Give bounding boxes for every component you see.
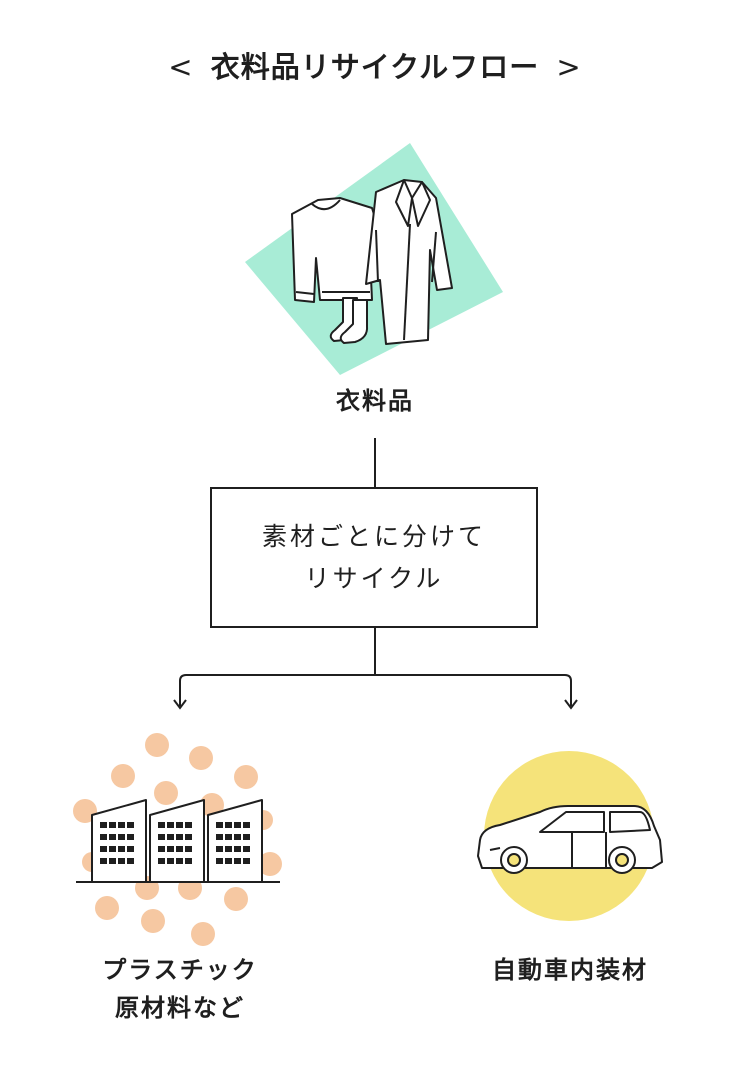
- factory-window: [243, 858, 250, 864]
- factory-window: [109, 834, 116, 840]
- factory-window: [158, 846, 165, 852]
- coat-icon: [365, 179, 453, 345]
- process-line-1: 素材ごとに分けて: [261, 521, 486, 551]
- factory-window: [100, 858, 107, 864]
- factory-window: [243, 846, 250, 852]
- factory-window: [109, 846, 116, 852]
- factory-window: [176, 822, 183, 828]
- factory-window: [118, 834, 125, 840]
- factory-window: [167, 834, 174, 840]
- factory-window: [167, 822, 174, 828]
- output-car-line-1: 自動車内装材: [492, 956, 648, 984]
- factory-window: [158, 822, 165, 828]
- page-title-text: 衣料品リサイクルフロー: [210, 50, 540, 84]
- factory-window: [176, 846, 183, 852]
- factory-window: [118, 858, 125, 864]
- factory-window: [118, 846, 125, 852]
- factory-window: [216, 834, 223, 840]
- process-line-2: リサイクル: [304, 563, 444, 593]
- factory-window: [167, 846, 174, 852]
- factory-window: [225, 834, 232, 840]
- factory-window: [243, 834, 250, 840]
- factory-window: [225, 822, 232, 828]
- factory-window: [127, 822, 134, 828]
- factory-window: [225, 846, 232, 852]
- arrow-down-icon: [564, 699, 578, 710]
- factory-window: [185, 858, 192, 864]
- flow-connectors: [179, 438, 572, 706]
- chevron-right-icon: >: [556, 50, 582, 84]
- factory-window: [158, 858, 165, 864]
- socks-icon: [329, 297, 369, 344]
- factory-window: [176, 834, 183, 840]
- factory-window: [216, 846, 223, 852]
- process-box: 素材ごとに分けて リサイクル: [210, 487, 538, 628]
- factory-window: [118, 822, 125, 828]
- car-icon: [477, 805, 663, 874]
- factory-window: [225, 858, 232, 864]
- factory-window: [185, 846, 192, 852]
- factory-window: [127, 858, 134, 864]
- output-plastic-line-1: プラスチック: [102, 956, 258, 984]
- output-plastic-line-2: 原材料など: [115, 994, 245, 1022]
- factory-window: [176, 858, 183, 864]
- factory-window: [234, 822, 241, 828]
- page-title: < 衣料品リサイクルフロー >: [0, 44, 750, 86]
- arrow-down-icon: [173, 699, 187, 710]
- factory-window: [100, 846, 107, 852]
- factory-window: [158, 834, 165, 840]
- factory-window: [109, 822, 116, 828]
- factory-window: [243, 822, 250, 828]
- factory-window: [234, 846, 241, 852]
- chevron-left-icon: <: [168, 50, 194, 84]
- output-plastic-label: プラスチック 原材料など: [60, 951, 300, 1027]
- factory-window: [216, 858, 223, 864]
- factory-icon: [76, 799, 280, 883]
- source-label: 衣料品: [336, 387, 414, 415]
- factory-window: [234, 858, 241, 864]
- factory-windows: [100, 822, 250, 864]
- factory-window: [127, 846, 134, 852]
- factory-window: [100, 834, 107, 840]
- factory-window: [216, 822, 223, 828]
- factory-window: [185, 834, 192, 840]
- factory-window: [100, 822, 107, 828]
- factory-window: [167, 858, 174, 864]
- output-car-label: 自動車内装材: [450, 951, 690, 989]
- factory-window: [127, 834, 134, 840]
- factory-window: [109, 858, 116, 864]
- factory-window: [185, 822, 192, 828]
- factory-window: [234, 834, 241, 840]
